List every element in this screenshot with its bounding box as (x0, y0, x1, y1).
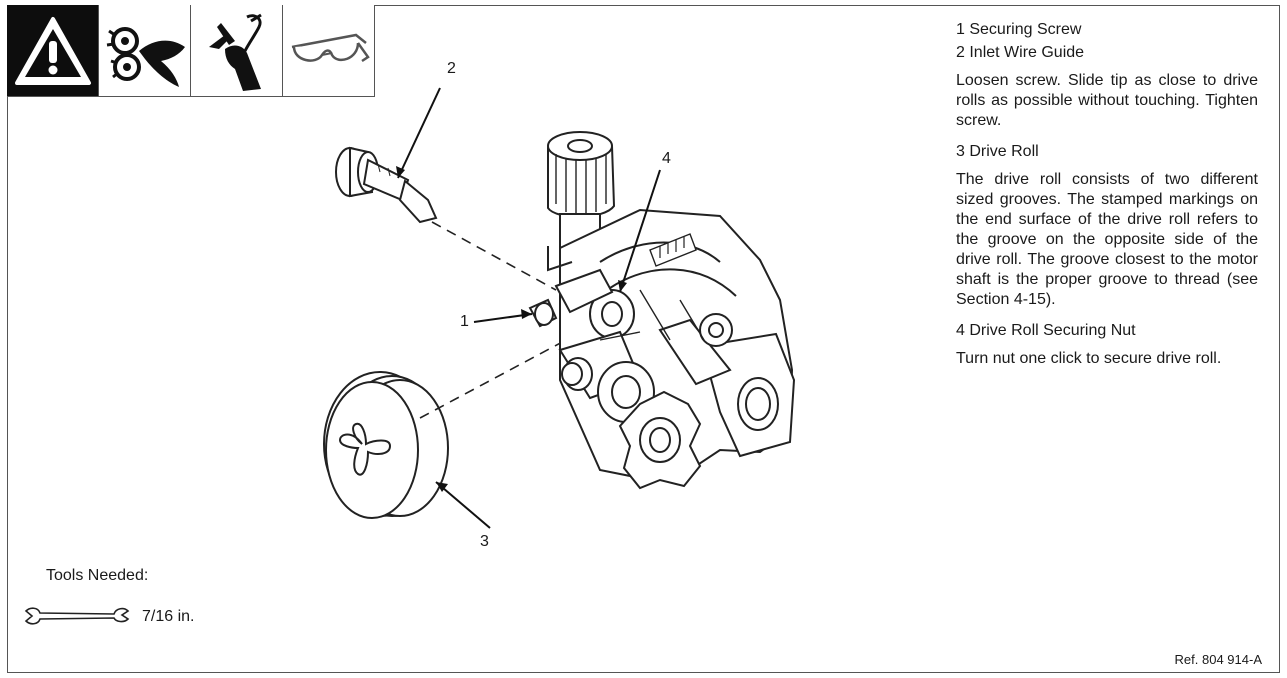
drive-housing (528, 131, 796, 490)
tools-needed-label: Tools Needed: (46, 567, 149, 584)
leader-line-4 (619, 169, 661, 293)
wrench-size: 7/16 in. (142, 608, 195, 625)
safety-glasses-icon (283, 5, 375, 97)
callout-1: 1 (460, 313, 469, 330)
legend-item-3: 3 Drive Roll (956, 143, 1039, 160)
wrench-icon (24, 607, 130, 625)
legend-item-2: 2 Inlet Wire Guide (956, 44, 1085, 61)
warning-icon (7, 5, 99, 97)
drive-assembly-diagram (323, 87, 796, 529)
callout-4: 4 (662, 150, 671, 167)
legend-item-4: 4 Drive Roll Securing Nut (956, 322, 1136, 339)
legend-item-1: 1 Securing Screw (956, 21, 1082, 38)
drive-roll-pinch-hazard-icon (99, 5, 191, 97)
hand-glove-icon (191, 5, 283, 97)
legend-item-3-description: The drive roll consists of two different… (956, 171, 1258, 308)
tool-row: 7/16 in. (22, 605, 194, 629)
page-frame (7, 5, 1280, 673)
inlet-wire-guide (335, 146, 438, 224)
roll-alignment-line (419, 339, 567, 419)
callout-2: 2 (447, 60, 456, 77)
leader-line-3 (435, 481, 491, 529)
callout-3: 3 (480, 533, 489, 550)
leader-line-2 (397, 87, 441, 179)
legend-panel: 1 Securing Screw 2 Inlet Wire Guide Loos… (956, 20, 1258, 380)
safety-icon-strip (7, 5, 375, 97)
drive-roll (323, 371, 449, 519)
legend-item-4-description: Turn nut one click to secure drive roll. (956, 350, 1222, 367)
legend-item-2-description: Loosen screw. Slide tip as close to driv… (956, 72, 1258, 129)
reference-number: Ref. 804 914-A (1174, 652, 1262, 667)
guide-alignment-line (431, 221, 557, 291)
